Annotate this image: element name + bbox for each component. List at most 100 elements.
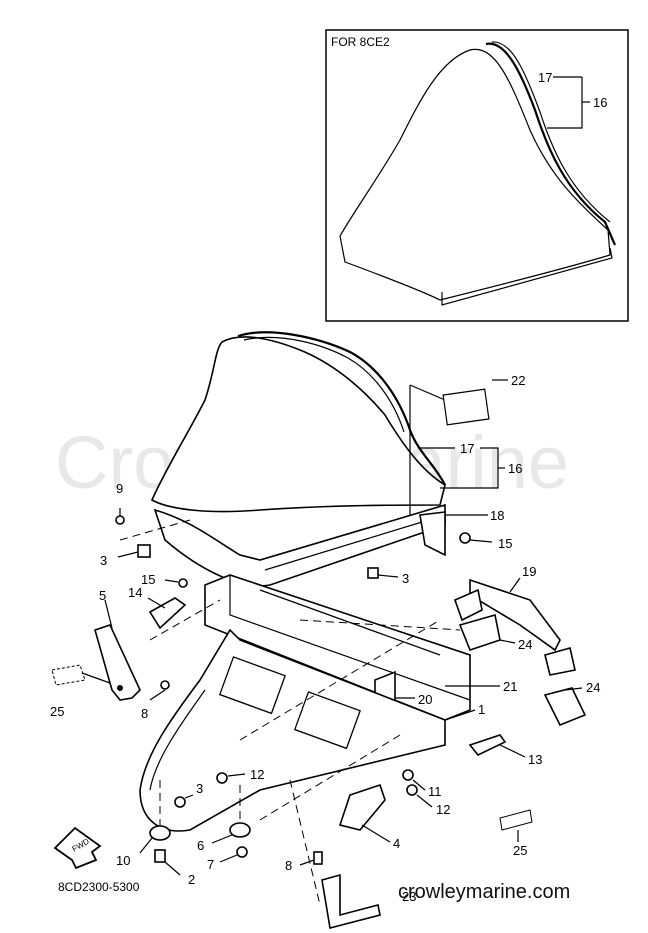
nut-3-mid [367, 567, 379, 579]
bracket-4-part [338, 783, 386, 831]
leader-19 [509, 577, 521, 593]
leader-10 [139, 837, 153, 854]
gauge-right [293, 691, 361, 750]
nut-3-bottom [174, 796, 186, 808]
washer-10 [149, 825, 171, 841]
decal-25-right-shape [499, 809, 533, 831]
callouts: 9 3 15 14 5 25 8 12 3 10 2 6 7 8 22 17 1… [50, 373, 600, 904]
callout-12-right: 12 [436, 802, 450, 817]
inset-bracket-16 [547, 77, 583, 129]
cowl-rail-line [264, 514, 446, 571]
dash-4 [259, 734, 401, 821]
leader-6 [211, 834, 233, 844]
callout-24-mid: 24 [518, 637, 532, 652]
callout-3-bottom: 3 [196, 781, 203, 796]
callout-25-left: 25 [50, 704, 64, 719]
leader-14 [147, 597, 166, 609]
leader-22-angle [409, 384, 446, 401]
callout-24-right: 24 [586, 680, 600, 695]
leader-12-left [227, 773, 246, 777]
leader-5 [104, 599, 113, 629]
windshield-seal [237, 331, 446, 486]
screw-15-left [178, 578, 188, 588]
callout-3-mid: 3 [402, 571, 409, 586]
gauge-left [218, 656, 286, 715]
fasteners [115, 508, 493, 876]
leader-15-right [469, 539, 493, 543]
cowl-frame [153, 503, 488, 587]
callout-8-bottom: 8 [285, 858, 292, 873]
hinge-24-upper [453, 588, 483, 622]
decal-25-left-shape [51, 664, 86, 686]
callout-10: 10 [116, 853, 130, 868]
screw-15-right [459, 532, 471, 544]
leader-3-top [117, 551, 139, 558]
callout-16: 16 [508, 461, 522, 476]
callout-23: 23 [402, 889, 416, 904]
screw-8-left [160, 680, 170, 690]
callout-1: 1 [478, 702, 485, 717]
leader-8-left [149, 689, 166, 701]
leader-13 [499, 744, 526, 758]
callout-4: 4 [393, 836, 400, 851]
inset-windshield [339, 48, 611, 301]
screw-8-bottom [313, 851, 323, 865]
bracket-13-part [468, 734, 507, 756]
inset-frame [325, 29, 629, 322]
leader-25-left [81, 672, 111, 684]
callout-12-left: 12 [250, 767, 264, 782]
leader-24-right [564, 687, 583, 691]
site-watermark: crowleymarine.com [398, 881, 570, 903]
bracket-5 [94, 599, 141, 701]
bracket-14-part [148, 597, 187, 630]
inset-seal-trim [485, 42, 617, 246]
callout-25-right: 25 [513, 843, 527, 858]
leader-8-bottom [299, 859, 315, 866]
dash-5 [289, 779, 321, 906]
plate-24-lower [543, 687, 587, 727]
bracket-23 [321, 873, 381, 929]
bracket-13 [468, 734, 526, 758]
callout-8-left: 8 [141, 706, 148, 721]
leader-4 [361, 824, 391, 843]
leader-3-mid [377, 574, 399, 578]
nut-7 [236, 846, 248, 858]
bracket-4 [338, 783, 391, 843]
callout-13: 13 [528, 752, 542, 767]
bracket-5-part [94, 624, 141, 701]
leader-3-bottom [184, 794, 194, 799]
callout-21: 21 [503, 679, 517, 694]
leader-12-right [416, 794, 433, 808]
washer-11 [402, 769, 414, 781]
callout-19: 19 [522, 564, 536, 579]
washer-6 [229, 822, 251, 838]
inset-panel: FOR 8CE2 17 16 [325, 29, 629, 322]
callout-11: 11 [428, 784, 442, 799]
cowl-lower-panel [153, 503, 446, 587]
leader-11 [412, 779, 426, 791]
leader-15-left [164, 579, 179, 583]
diagram-code: 8CD2300-5300 [58, 880, 140, 894]
inset-seal-trim-inner [491, 41, 611, 223]
frame-18-bracket [419, 511, 446, 557]
callout-17: 17 [460, 441, 474, 456]
housing-1-edge [149, 689, 206, 791]
callout-2: 2 [188, 872, 195, 887]
fwd-arrow-shape [53, 826, 102, 870]
bracket-14 [147, 578, 188, 630]
inset-callout-16: 16 [593, 95, 607, 110]
bolt-2 [154, 849, 166, 863]
inset-title: FOR 8CE2 [331, 35, 390, 49]
console-21-groove [259, 589, 441, 656]
callout-9: 9 [116, 481, 123, 496]
hinge-bracket-19 [453, 577, 587, 727]
nut-3-top [137, 544, 151, 558]
screw-9 [115, 515, 125, 525]
decal-22 [442, 388, 490, 426]
inset-bottom-rail [441, 247, 613, 306]
instrument-housing [139, 628, 476, 832]
windshield [150, 336, 446, 513]
callout-7: 7 [207, 857, 214, 872]
dash-2 [149, 599, 221, 641]
